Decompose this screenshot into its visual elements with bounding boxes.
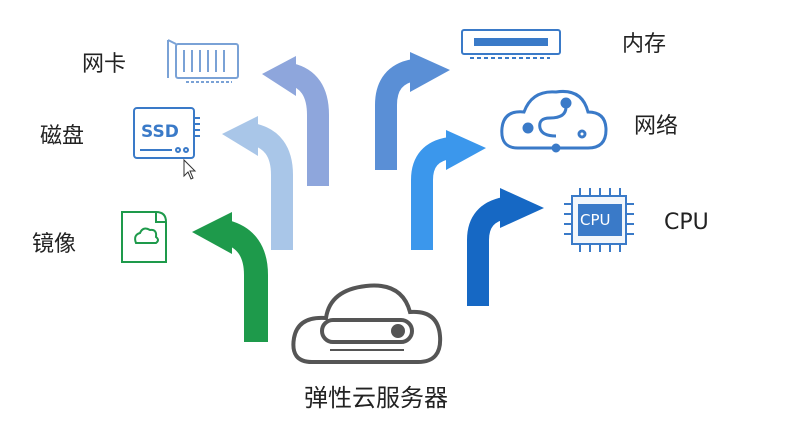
image-cloud-icon — [121, 211, 167, 263]
label-memory: 内存 — [622, 32, 667, 57]
arrow-network — [411, 130, 486, 250]
network-card-icon — [167, 39, 239, 83]
memory-module-icon — [461, 29, 561, 59]
cpu-chip-text: CPU — [580, 211, 611, 229]
label-nic: 网卡 — [82, 52, 127, 77]
cloud-network-icon — [500, 89, 608, 153]
label-image: 镜像 — [32, 232, 77, 257]
label-disk: 磁盘 — [40, 124, 85, 149]
arrow-disk — [222, 116, 293, 250]
arrow-memory — [375, 52, 450, 170]
label-cpu: CPU — [664, 210, 709, 235]
ssd-icon — [133, 107, 200, 159]
arrow-cpu — [467, 188, 544, 306]
label-network: 网络 — [634, 114, 679, 139]
ssd-icon-text: SSD — [141, 122, 179, 142]
mouse-cursor-icon — [183, 158, 197, 180]
arrow-nic — [262, 56, 329, 186]
cpu-chip-icon — [564, 188, 634, 252]
label-center: 弹性云服务器 — [304, 384, 448, 412]
cloud-server-icon — [291, 283, 443, 364]
arrow-image — [192, 212, 268, 342]
